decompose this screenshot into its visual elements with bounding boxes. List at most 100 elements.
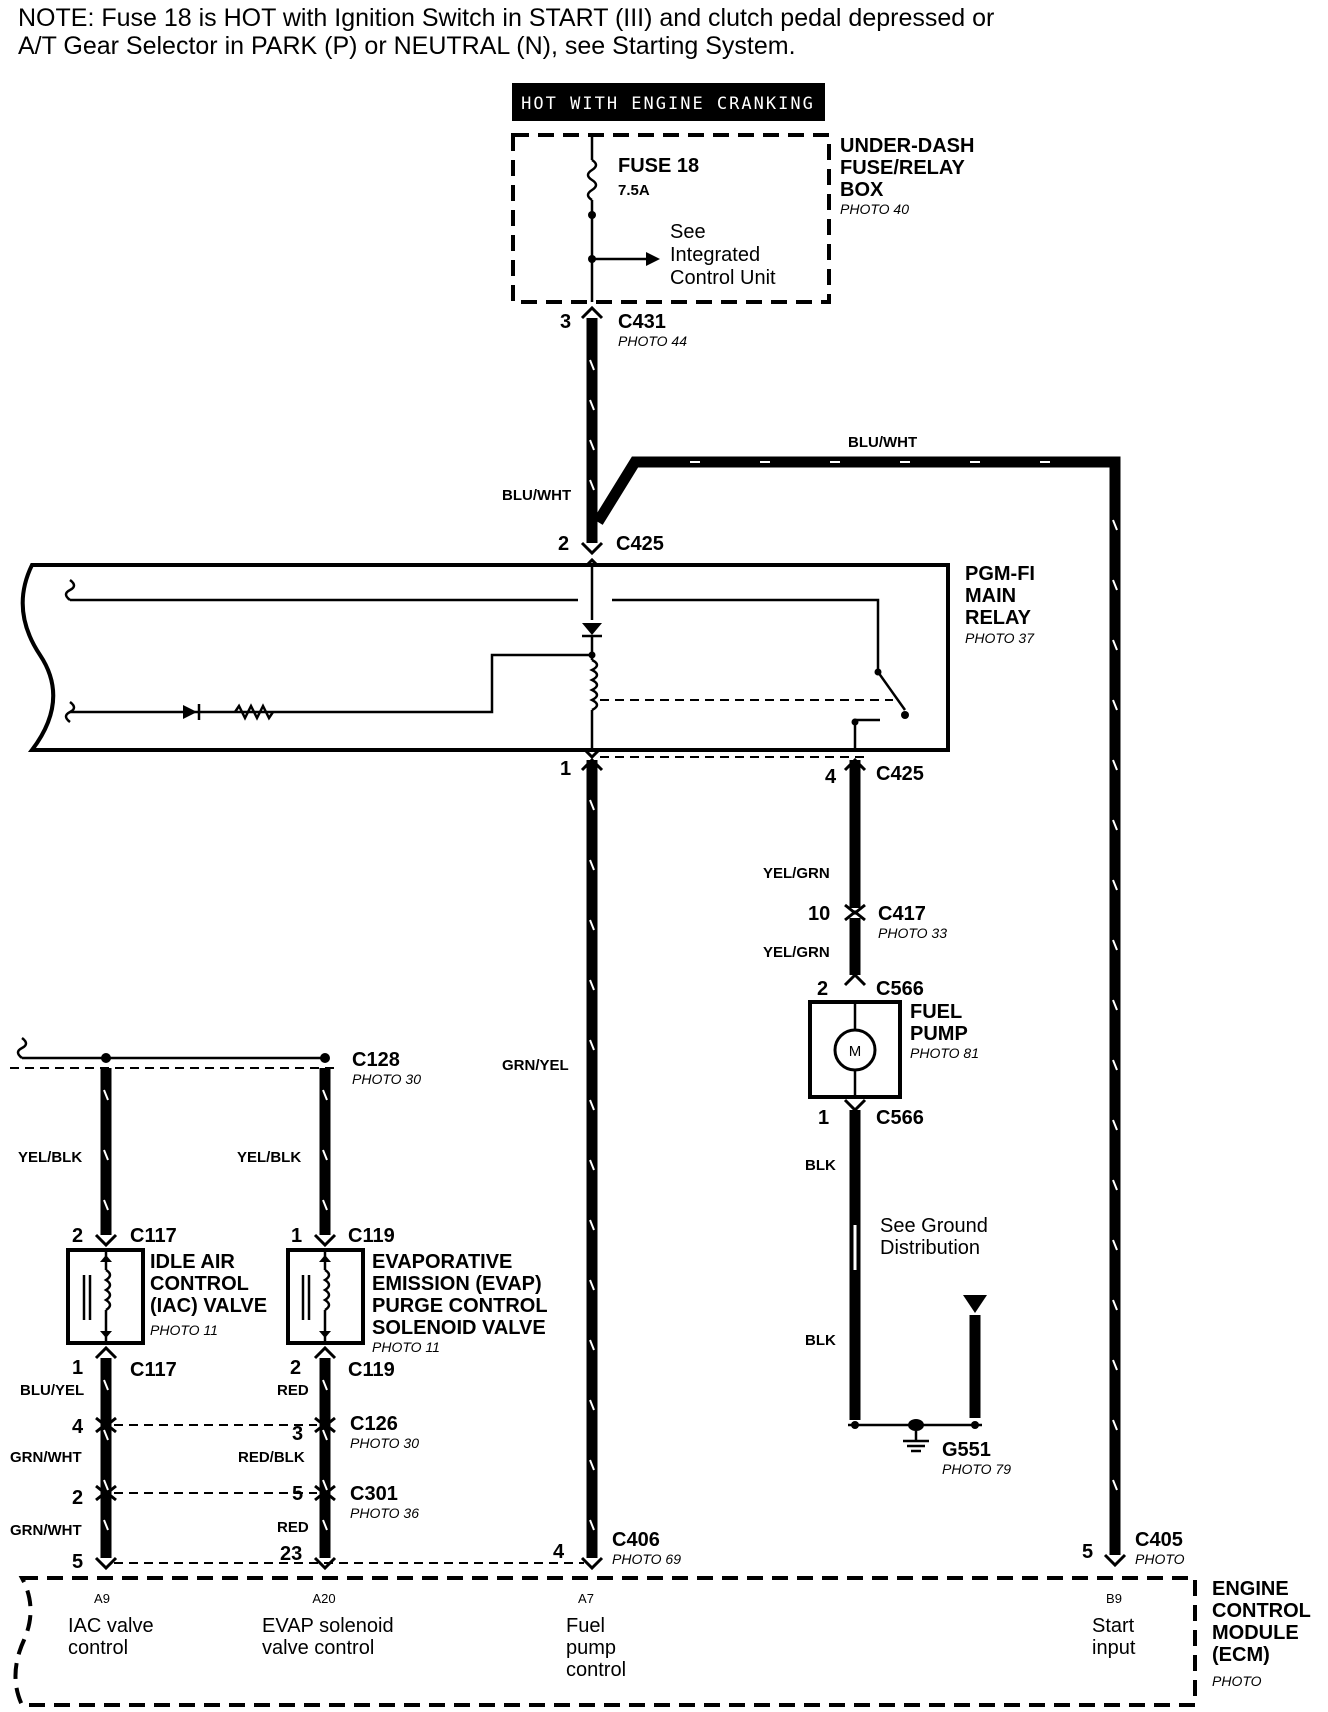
ecm-name-4: (ECM) <box>1212 1644 1270 1666</box>
fuse-box-photo: PHOTO 40 <box>840 201 909 217</box>
evap-name-1: EVAPORATIVE <box>372 1251 512 1273</box>
ecm-pin-b9-line1: Start <box>1092 1615 1135 1637</box>
wire-blk-1: BLK <box>805 1157 836 1174</box>
evap-photo: PHOTO 11 <box>372 1339 440 1355</box>
ecm-photo: PHOTO <box>1212 1673 1262 1689</box>
c301-pin-right: 5 <box>292 1483 303 1505</box>
ground-note-1: See Ground <box>880 1215 988 1237</box>
iac-valve <box>66 1248 145 1345</box>
c431-pin: 3 <box>560 311 571 333</box>
g551-name: G551 <box>942 1439 991 1461</box>
diode-icon <box>183 705 197 719</box>
wire-yel-grn-1: YEL/GRN <box>763 865 830 882</box>
c566-bottom-name: C566 <box>876 1107 924 1129</box>
motor-label: M <box>849 1043 862 1060</box>
c425-top-name: C425 <box>616 533 664 555</box>
fuse-rating: 7.5A <box>618 182 650 199</box>
c425-bottom-pin-left: 1 <box>560 758 571 780</box>
evap-name-3: PURGE CONTROL <box>372 1295 548 1317</box>
c405-name: C405 <box>1135 1529 1183 1551</box>
c566-top-name: C566 <box>876 978 924 1000</box>
ecm-pin-a7-line1: Fuel <box>566 1615 605 1637</box>
ecm-name-1: ENGINE <box>1212 1578 1289 1600</box>
c431-name: C431 <box>618 311 666 333</box>
wire-grn-yel: GRN/YEL <box>502 1057 569 1074</box>
pgm-fi-main-relay <box>20 563 950 752</box>
c406-name: C406 <box>612 1529 660 1551</box>
g551-photo: PHOTO 79 <box>942 1461 1011 1477</box>
wire-yel-blk-1: YEL/BLK <box>18 1149 82 1166</box>
under-dash-fuse-box <box>511 133 831 304</box>
ground-note-2: Distribution <box>880 1237 980 1259</box>
c117-name-top: C117 <box>130 1225 177 1247</box>
note-line-2: A/T Gear Selector in PARK (P) or NEUTRAL… <box>18 32 796 60</box>
c425-bottom-pin-right: 4 <box>825 766 837 788</box>
fuel-pump-name-2: PUMP <box>910 1023 968 1045</box>
c126-pin-left: 4 <box>72 1416 84 1438</box>
ecm-pin-a7-line3: control <box>566 1659 626 1681</box>
c566-top-pin: 2 <box>817 978 828 1000</box>
hot-banner-text: HOT WITH ENGINE CRANKING <box>521 94 815 114</box>
c117-pin-top: 2 <box>72 1225 83 1247</box>
wire-blk-2: BLK <box>805 1332 836 1349</box>
c425-bottom-name: C425 <box>876 763 924 785</box>
c301-photo: PHOTO 36 <box>350 1505 419 1521</box>
main-relay-name-3: RELAY <box>965 607 1032 629</box>
ecm-box <box>13 1576 1197 1707</box>
c128-photo: PHOTO 30 <box>352 1071 421 1087</box>
iac-name-1: IDLE AIR <box>150 1251 235 1273</box>
c431-photo: PHOTO 44 <box>618 333 687 349</box>
c406-pin-c: 4 <box>553 1541 565 1563</box>
c301-pin-left: 2 <box>72 1487 83 1509</box>
c406-pin-a: 5 <box>72 1551 83 1573</box>
c417-name: C417 <box>878 903 926 925</box>
ecm-pin-a9-line2: control <box>68 1637 128 1659</box>
c405-pin: 5 <box>1082 1541 1093 1563</box>
c406-photo: PHOTO 69 <box>612 1551 681 1567</box>
wire-blu-wht-top: BLU/WHT <box>848 434 917 451</box>
c117-name-bottom: C117 <box>130 1359 177 1381</box>
fuse-name: FUSE 18 <box>618 155 699 177</box>
hot-banner <box>512 83 825 121</box>
c117-pin-bottom: 1 <box>72 1357 83 1379</box>
ecm-pin-a9-id: A9 <box>94 1591 110 1606</box>
c566-bottom-pin: 1 <box>818 1107 829 1129</box>
wire-yel-grn-2: YEL/GRN <box>763 944 830 961</box>
fuse-box-name-1: UNDER-DASH <box>840 135 974 157</box>
main-relay-photo: PHOTO 37 <box>965 630 1035 646</box>
wire-blu-yel: BLU/YEL <box>20 1382 84 1399</box>
connector-carets <box>94 305 1127 1571</box>
wire-red-1: RED <box>277 1382 309 1399</box>
wire-grn-wht-2: GRN/WHT <box>10 1522 82 1539</box>
note-line-1: NOTE: Fuse 18 is HOT with Ignition Switc… <box>18 4 994 32</box>
ecm-name-2: CONTROL <box>1212 1600 1311 1622</box>
c126-photo: PHOTO 30 <box>350 1435 419 1451</box>
c406-pin-b: 23 <box>280 1543 302 1565</box>
evap-valve <box>286 1248 365 1345</box>
ecm-name-3: MODULE <box>1212 1622 1299 1644</box>
c301-name: C301 <box>350 1483 398 1505</box>
fuel-pump-photo: PHOTO 81 <box>910 1045 979 1061</box>
c119-pin-top: 1 <box>291 1225 302 1247</box>
c126-name: C126 <box>350 1413 398 1435</box>
wire-bundle <box>100 318 1121 1558</box>
main-relay-name-2: MAIN <box>965 585 1016 607</box>
c119-name-top: C119 <box>348 1225 395 1247</box>
c128-splice <box>10 1037 335 1069</box>
fuse-box-name-2: FUSE/RELAY <box>840 157 966 179</box>
see-icu-2: Integrated <box>670 244 760 266</box>
c128-name: C128 <box>352 1049 400 1071</box>
wire-red-2: RED <box>277 1519 309 1536</box>
wire-yel-blk-2: YEL/BLK <box>237 1149 301 1166</box>
c405-photo: PHOTO <box>1135 1551 1185 1567</box>
c126-pin-right: 3 <box>292 1423 303 1445</box>
ecm-pin-a9-line1: IAC valve <box>68 1615 154 1637</box>
ground-arrow-icon <box>963 1295 987 1313</box>
iac-photo: PHOTO 11 <box>150 1322 218 1338</box>
c119-pin-bottom: 2 <box>290 1357 301 1379</box>
wire-grn-wht-1: GRN/WHT <box>10 1449 82 1466</box>
see-icu-1: See <box>670 221 706 243</box>
ecm-pin-b9-line2: input <box>1092 1637 1136 1659</box>
c417-pin: 10 <box>808 903 830 925</box>
